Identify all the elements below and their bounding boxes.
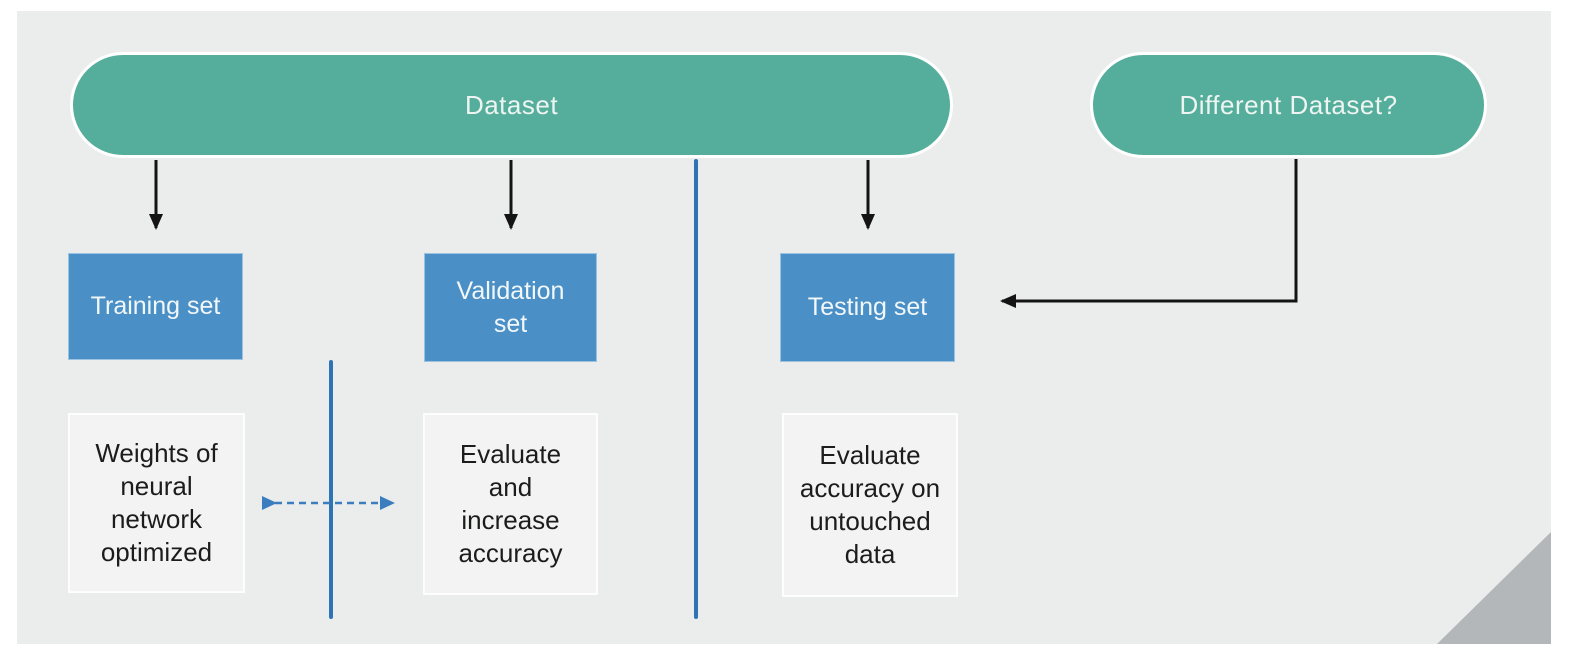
corner-fold-decoration [1437,532,1551,644]
testing-set-label: Testing set [807,293,928,321]
training-set-label: Training set [90,292,221,320]
training-set-box: Training set [68,253,243,360]
dataset-pill: Dataset [70,52,953,158]
different-dataset-pill: Different Dataset? [1090,52,1487,158]
testing-note-text: Evaluate accuracy on untouched data [799,440,941,569]
training-note-text: Weights of neural network optimized [95,438,218,567]
dataset-pill-label: Dataset [464,89,559,120]
validation-note-box: Evaluate and increase accuracy [423,413,598,595]
validation-set-label: Validation set [456,276,565,338]
different-dataset-pill-label: Different Dataset? [1179,89,1398,120]
validation-note-text: Evaluate and increase accuracy [458,439,563,568]
testing-note-box: Evaluate accuracy on untouched data [782,413,958,597]
testing-set-box: Testing set [780,253,955,362]
training-note-box: Weights of neural network optimized [68,413,245,593]
validation-set-box: Validation set [424,253,597,362]
